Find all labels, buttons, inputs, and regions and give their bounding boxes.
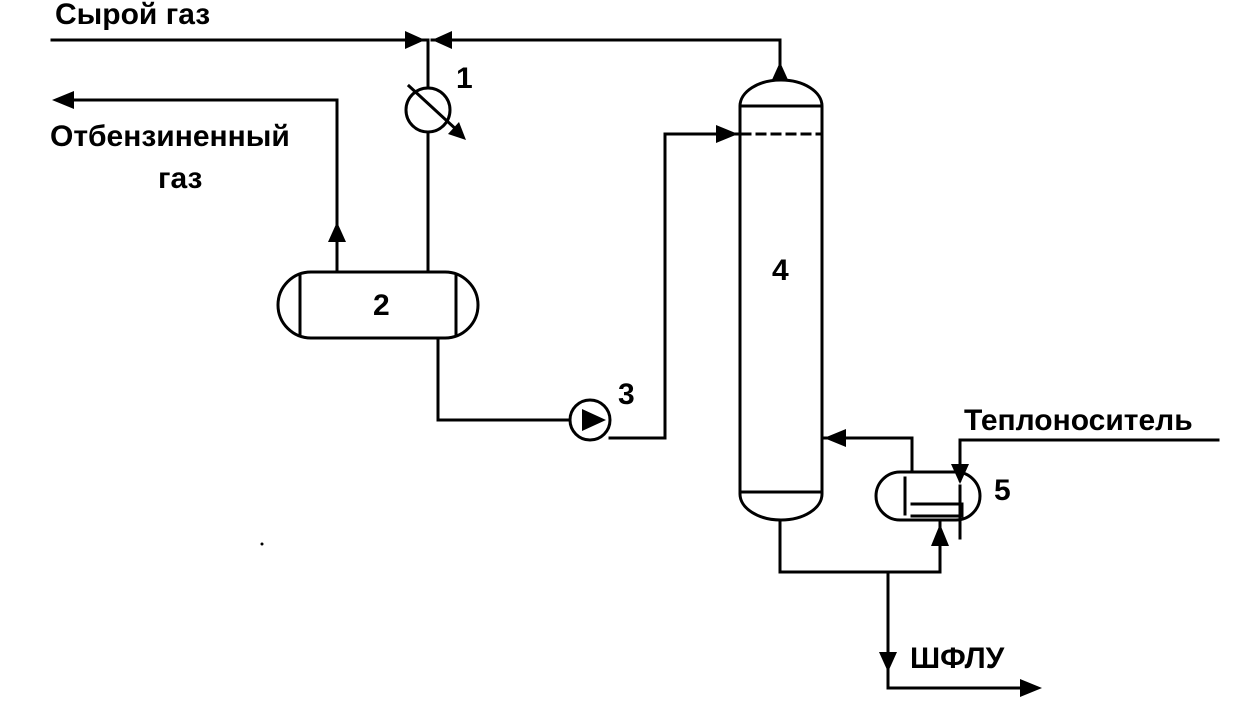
heat-carrier-arrow-icon <box>951 464 969 484</box>
pump-3 <box>568 398 612 442</box>
reboiler-feed-arrow-icon <box>931 524 949 546</box>
stripped-gas-left-arrow-icon <box>52 91 74 109</box>
pump-arrow-icon <box>582 409 606 431</box>
ngl-down-arrow-icon <box>879 652 897 672</box>
overhead-vapor-line <box>430 31 789 82</box>
ngl-label: ШФЛУ <box>910 642 1005 675</box>
reflux-arrow-icon <box>716 125 738 143</box>
reflux-line <box>608 125 740 440</box>
separator-liquid-line <box>436 336 572 422</box>
reboiler-5 <box>874 470 982 540</box>
stripped-gas-up-arrow-icon <box>328 222 346 242</box>
ngl-right-arrow-icon <box>1020 679 1042 697</box>
reboiler-number: 5 <box>994 474 1011 507</box>
separator-2 <box>276 270 480 340</box>
heat-carrier-line <box>951 438 1220 484</box>
separator-number: 2 <box>373 289 390 322</box>
stripped-gas-label-line2: газ <box>158 162 202 195</box>
raw-gas-line <box>50 31 427 49</box>
vapor-return-arrow-icon <box>824 429 846 447</box>
coolant-arrow-icon <box>448 122 466 140</box>
column-bottoms-line <box>778 518 949 574</box>
pump-number: 3 <box>618 378 635 411</box>
heat-carrier-label: Теплоноситель <box>964 404 1193 437</box>
overhead-up-arrow-icon <box>771 62 789 82</box>
ngl-line <box>879 570 1042 697</box>
cooler-number: 1 <box>456 62 473 95</box>
stripped-gas-line <box>52 91 346 274</box>
scan-dot <box>260 542 264 546</box>
raw-gas-arrow-icon <box>405 31 425 49</box>
overhead-left-arrow-icon <box>432 31 452 49</box>
column-number: 4 <box>772 254 789 287</box>
cooler-1 <box>404 83 466 140</box>
stripped-gas-label-line1: Отбензиненный <box>50 120 290 153</box>
raw-gas-label: Сырой газ <box>55 0 210 31</box>
reboiler-vapor-line <box>822 429 914 474</box>
column-4 <box>738 78 824 522</box>
